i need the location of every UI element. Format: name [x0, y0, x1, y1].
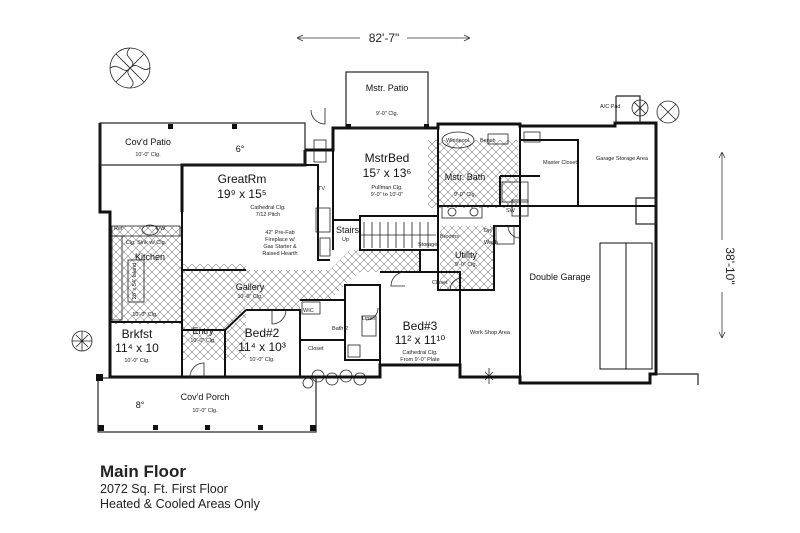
- dryer-label: Dry: [484, 228, 493, 234]
- ref-label: Ref: [114, 226, 123, 232]
- entry-clg: 10'-0" Clg.: [190, 338, 216, 344]
- wic-label: WIC: [303, 308, 314, 314]
- covd-patio-label: Cov'd Patio: [125, 137, 171, 147]
- washer-label: Wash: [484, 240, 498, 246]
- stairs-up-label: Up: [342, 237, 349, 243]
- bed3-clg: Cathedral Clg.: [402, 350, 438, 356]
- depth-dimension: 38'-10": [723, 247, 737, 284]
- kitchen-counter: Clg. Sink w/ Clg.: [126, 240, 167, 246]
- small-labels: Stairs Up Brooms Storage Closet Closet L…: [114, 104, 620, 352]
- brooms-label: Brooms: [440, 234, 459, 240]
- bed2-label: Bed#2: [245, 326, 280, 340]
- dw-label: DW: [156, 226, 166, 232]
- entry-label: Entry: [192, 326, 214, 336]
- caption-line-1: 2072 Sq. Ft. First Floor: [100, 482, 228, 496]
- porch-columns: [96, 124, 429, 431]
- bed3-clg2: From 9'-0" Plate: [400, 357, 439, 363]
- storage-label: Storage: [418, 242, 437, 248]
- bath2-label: Bath 2: [332, 326, 348, 332]
- mstr-bed-clg: Pullman Clg.: [371, 185, 403, 191]
- garage-door: [599, 242, 653, 370]
- mstr-bed-label: MstrBed: [365, 151, 410, 165]
- width-dimension: 82'-7": [369, 31, 400, 45]
- plan-caption: Main Floor 2072 Sq. Ft. First Floor Heat…: [100, 462, 260, 512]
- width-dimension-line: [296, 34, 471, 42]
- fireplace-note-3: Gas Starter &: [263, 244, 297, 250]
- covd-patio-clg: 10'-0" Clg.: [135, 152, 161, 158]
- tree-icon: [109, 47, 151, 89]
- bed3-closet-label: Closet: [432, 280, 448, 286]
- kitchen-label: Kitchen: [135, 252, 165, 262]
- stairs-treads: [360, 222, 436, 248]
- kitchen-island: 28' x 54' Island: [132, 263, 138, 299]
- interior-walls: [110, 124, 656, 383]
- bed2-size: 11⁴ x 10³: [238, 340, 286, 354]
- mstr-patio-clg: 9'-0" Clg.: [376, 111, 399, 117]
- work-shop-label: Work Shop Area: [470, 330, 511, 336]
- brkfst-size: 11⁴ x 10: [115, 341, 159, 355]
- covd-porch-label: Cov'd Porch: [181, 392, 230, 402]
- whirlpool-label: Whirlpool: [446, 138, 469, 144]
- fireplace-note-1: 42" Pre-Fab: [265, 230, 294, 236]
- brkfst-clg: 10'-0" Clg.: [124, 358, 150, 364]
- bench-label: Bench: [480, 138, 496, 144]
- stairs-label: Stairs: [336, 225, 360, 235]
- mstr-bed-clg2: 9'-0" to 10'-0": [371, 192, 404, 198]
- bed3-label: Bed#3: [403, 319, 438, 333]
- linen-label: Linen: [362, 316, 375, 322]
- brkfst-label: Brkfst: [122, 327, 153, 341]
- gallery-label: Gallery: [236, 282, 265, 292]
- shrub-icon: [71, 330, 93, 352]
- utility-label: Utility: [455, 250, 477, 260]
- double-garage-label: Double Garage: [529, 272, 590, 282]
- gallery-clg: 10'-0" Clg.: [237, 294, 263, 300]
- tv-label: TV: [318, 186, 325, 192]
- mstr-bed-size: 15⁷ x 13⁶: [363, 166, 412, 180]
- room-labels: Mstr. Patio 9'-0" Clg. MstrBed 15⁷ x 13⁶…: [115, 83, 649, 414]
- caption-line-2: Heated & Cooled Areas Only: [100, 497, 260, 511]
- tile-floor-areas: [110, 140, 518, 360]
- garage-storage-label: Garage Storage Area: [596, 156, 649, 162]
- great-rm-clg: Cathedral Clg.: [250, 205, 286, 211]
- great-rm-size: 19⁹ x 15⁵: [217, 187, 267, 201]
- bed2-clg: 10'-0" Clg.: [249, 357, 275, 363]
- covd-porch-depth: 8°: [136, 400, 145, 410]
- bed3-size: 11² x 11¹⁰: [395, 333, 446, 347]
- great-rm-label: GreatRm: [218, 172, 267, 186]
- mstr-bath-label: Mstr. Bath: [445, 172, 486, 182]
- door-swings: [189, 108, 521, 378]
- bed2-closet-label: Closet: [308, 346, 324, 352]
- mstr-bath-clg: 9'-0" Clg.: [454, 192, 477, 198]
- covd-porch-clg: 10'-0" Clg.: [192, 408, 218, 414]
- caption-title: Main Floor: [100, 462, 186, 481]
- covd-patio-depth: 6°: [236, 144, 245, 154]
- porch-outlines: [97, 71, 699, 433]
- master-closet-label: Master Closet: [543, 160, 577, 166]
- fireplace-note-4: Raised Hearth: [262, 251, 297, 257]
- fixtures: [111, 131, 541, 358]
- great-rm-clg2: 7/12 Pitch: [256, 212, 280, 218]
- fireplace-note-2: Fireplace w/: [265, 237, 295, 243]
- utility-clg: 9'-0" Clg.: [455, 262, 478, 268]
- sw-label: SW: [506, 208, 516, 214]
- mstr-patio-label: Mstr. Patio: [366, 83, 409, 93]
- depth-dimension-line: [718, 151, 726, 339]
- kitchen-clg: 10'-0" Clg.: [132, 312, 158, 318]
- ac-pad-label: A/C Pad: [600, 104, 620, 110]
